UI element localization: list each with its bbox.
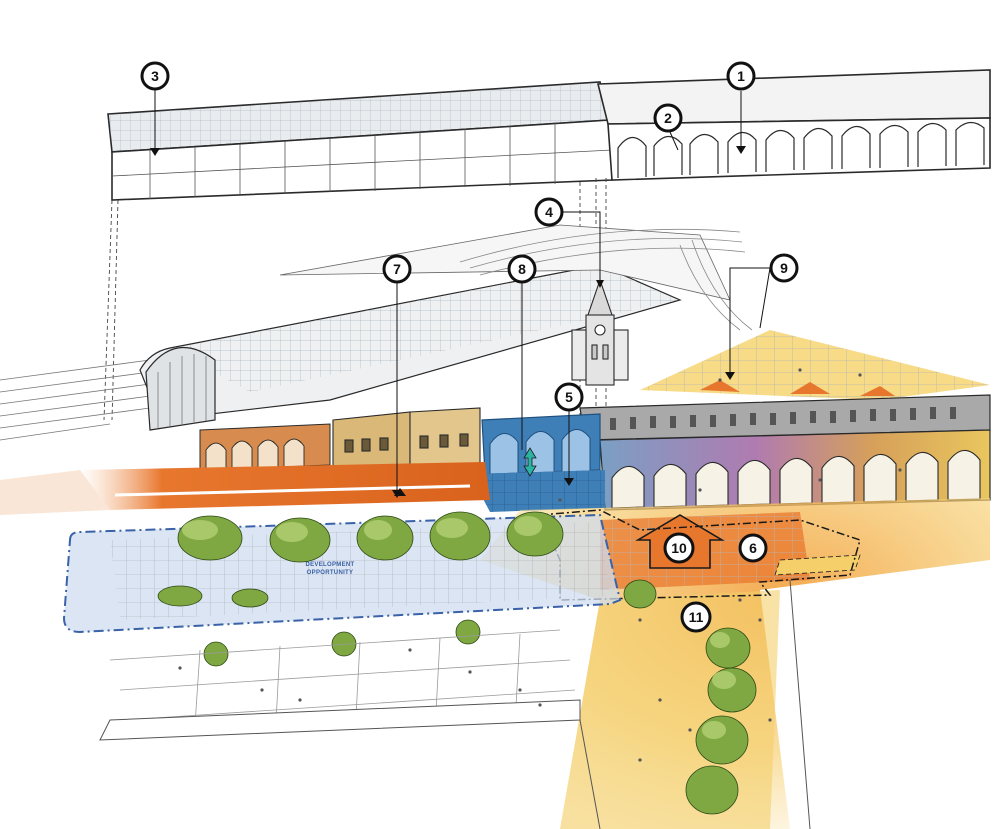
yellow-plaza	[640, 330, 990, 400]
people	[178, 368, 902, 762]
concourse-building	[579, 394, 991, 511]
callout-6-label: 6	[749, 540, 757, 556]
callout-2-label: 2	[664, 110, 672, 126]
leader-arrowheads	[150, 146, 746, 498]
callout-11: 11	[680, 601, 712, 633]
callout-7-label: 7	[393, 261, 401, 277]
callout-7: 7	[382, 254, 412, 284]
callout-8: 8	[507, 254, 537, 284]
clock-tower	[571, 278, 629, 386]
station-train-shed	[139, 224, 731, 431]
callout-1-label: 1	[737, 68, 745, 84]
leader-lines	[154, 90, 771, 490]
train-shed-roof-outline	[107, 81, 613, 201]
callout-3-label: 3	[151, 68, 159, 84]
callout-4: 4	[534, 197, 564, 227]
brick-arcade	[199, 423, 331, 471]
orange-platform-band	[0, 462, 490, 515]
callout-9: 9	[769, 253, 799, 283]
callout-1: 1	[726, 61, 756, 91]
callout-11-label: 11	[689, 609, 704, 625]
callout-10: 10	[663, 532, 695, 564]
callout-2: 2	[653, 103, 683, 133]
development-label-line-1: DEVELOPMENT	[306, 562, 355, 568]
callout-6: 6	[738, 533, 768, 563]
callout-3: 3	[140, 61, 170, 91]
callout-8-label: 8	[518, 261, 526, 277]
tan-buildings	[332, 407, 481, 475]
callout-4-label: 4	[545, 204, 553, 220]
street-grid	[99, 579, 811, 829]
callout-10-label: 10	[671, 540, 687, 556]
rail-tracks	[0, 359, 151, 441]
arcade-building-outline	[596, 69, 991, 181]
callout-5-label: 5	[565, 389, 573, 405]
trees	[157, 511, 757, 815]
callout-9-label: 9	[780, 260, 788, 276]
development-label-line-2: OPPORTUNITY	[307, 570, 354, 576]
callout-5: 5	[554, 382, 584, 412]
